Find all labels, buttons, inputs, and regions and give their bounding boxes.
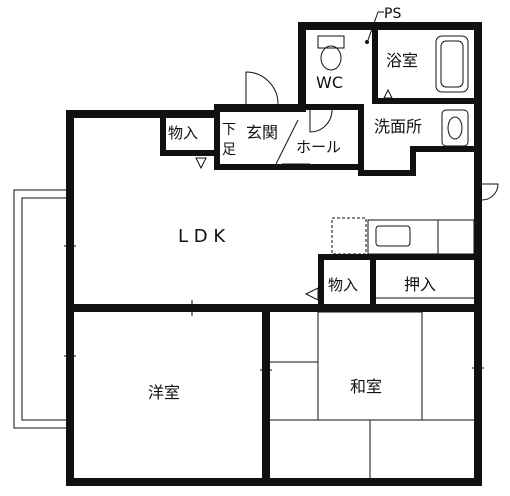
label-japanese-room: 和室 xyxy=(350,377,382,396)
label-closet: 押入 xyxy=(404,275,436,294)
label-bath: 浴室 xyxy=(386,51,418,70)
outer-walls xyxy=(66,22,482,486)
room-labels: PS 浴室 WC 物入 下 足 玄関 ホール 洗面所 L D K 物入 押入 洋… xyxy=(148,6,436,402)
label-storage-entry: 物入 xyxy=(168,124,198,142)
balcony xyxy=(13,189,69,429)
label-hall: ホール xyxy=(296,138,341,156)
windows xyxy=(64,163,484,470)
fixtures xyxy=(270,11,475,478)
label-shoe-box-1: 下 xyxy=(222,122,236,138)
label-shoe-box-2: 足 xyxy=(222,142,236,158)
doors xyxy=(195,71,499,301)
label-ldk: L D K xyxy=(178,226,226,247)
label-western-room: 洋室 xyxy=(148,383,180,402)
label-wc: WC xyxy=(316,73,343,92)
label-storage-ldk: 物入 xyxy=(328,276,358,294)
label-washroom: 洗面所 xyxy=(374,117,422,136)
label-ps: PS xyxy=(384,6,401,22)
interior-walls xyxy=(66,254,482,486)
label-entrance: 玄関 xyxy=(246,123,278,142)
